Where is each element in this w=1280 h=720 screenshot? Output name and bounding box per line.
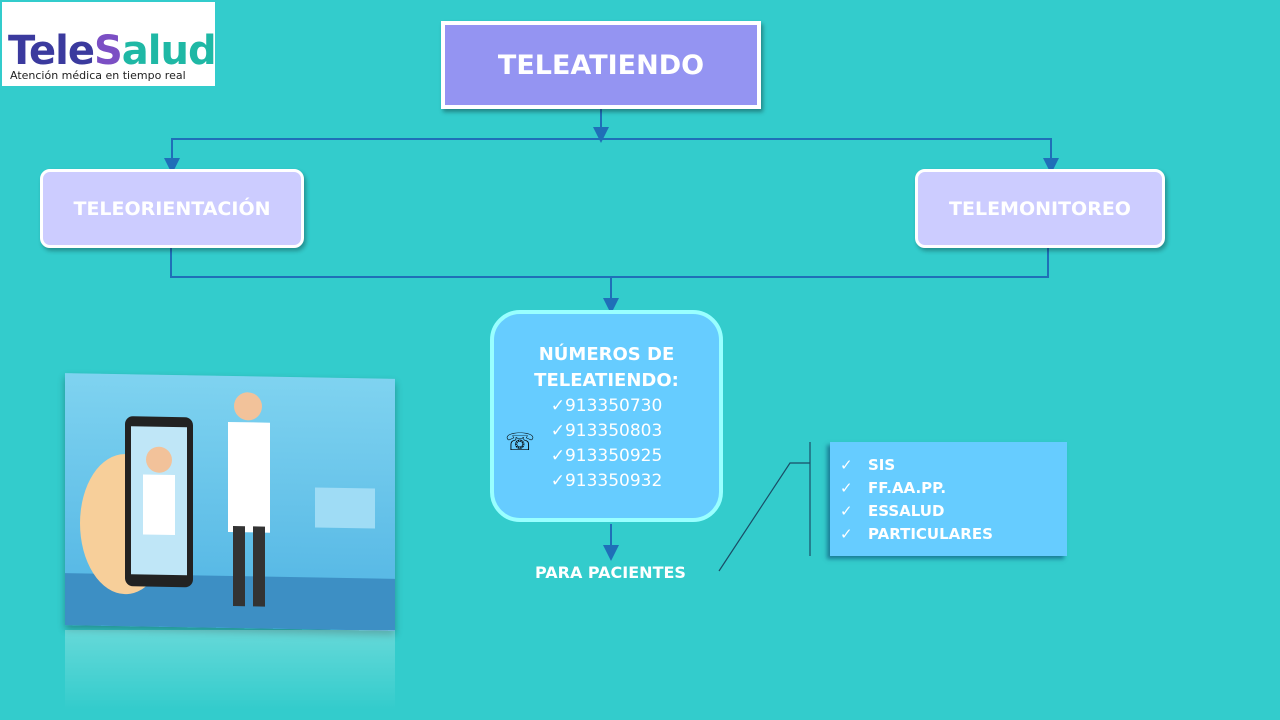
- numbers-title: NÚMEROS DE: [538, 344, 675, 365]
- list-item: ✓PARTICULARES: [840, 525, 993, 543]
- teleorientacion-box: TELEORIENTACIÓN: [40, 169, 304, 248]
- list-item: ✓SIS: [840, 456, 896, 474]
- phone-number: ✓913350803: [550, 421, 663, 441]
- phone-number: ✓913350730: [550, 396, 663, 416]
- telemedicine-illustration: [65, 373, 395, 631]
- image-reflection: [65, 630, 395, 710]
- for-patients-label: PARA PACIENTES: [535, 563, 686, 582]
- phone-number: ✓913350925: [550, 446, 663, 466]
- phone-icon: ☏: [505, 428, 536, 456]
- list-item: ✓ESSALUD: [840, 502, 945, 520]
- numbers-title: TELEATIENDO:: [534, 370, 679, 391]
- list-item: ✓FF.AA.PP.: [840, 479, 947, 497]
- numbers-box: NÚMEROS DE TELEATIENDO: ✓913350730 ✓9133…: [490, 310, 723, 522]
- phone-number: ✓913350932: [550, 471, 663, 491]
- teleatiendo-box: TELEATIENDO: [441, 21, 761, 109]
- doctor-phone-image: [65, 392, 395, 631]
- patient-types-list: ✓SIS ✓FF.AA.PP. ✓ESSALUD ✓PARTICULARES: [830, 442, 1067, 556]
- telesalud-logo: TeleSalud Atención médica en tiempo real: [2, 2, 217, 86]
- logo-tagline: Atención médica en tiempo real: [10, 69, 186, 82]
- telemonitoreo-box: TELEMONITOREO: [915, 169, 1165, 248]
